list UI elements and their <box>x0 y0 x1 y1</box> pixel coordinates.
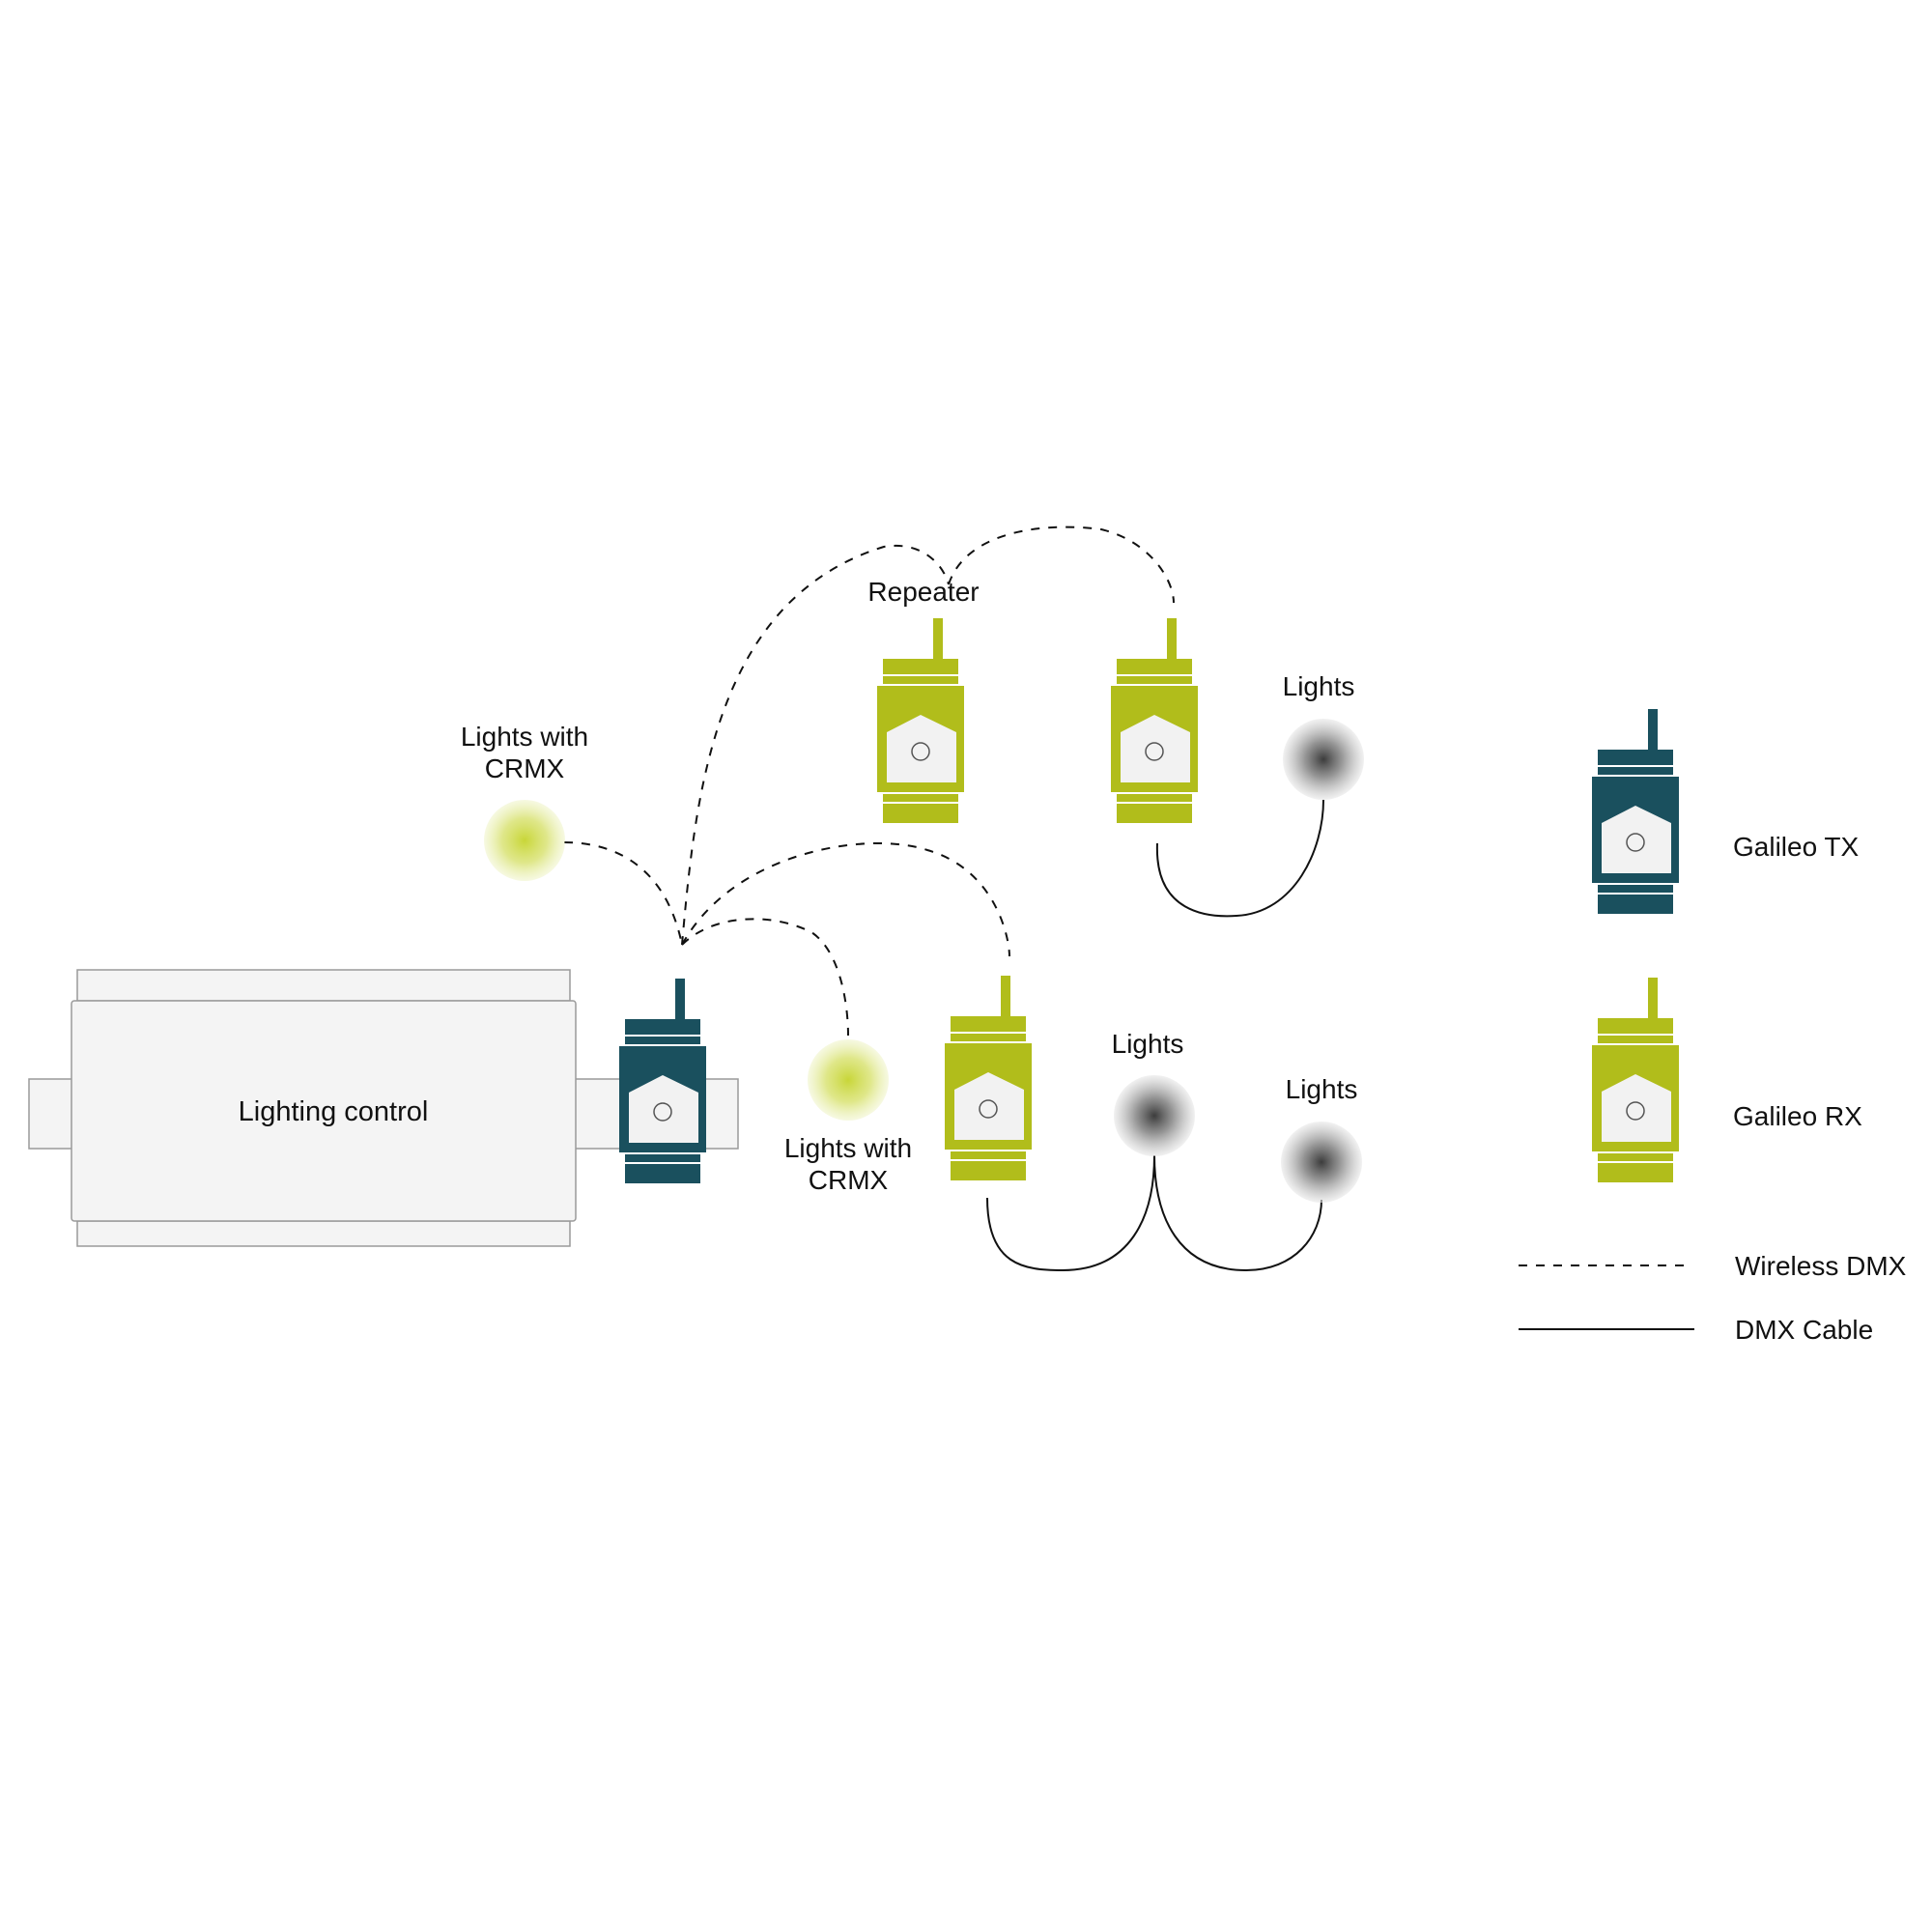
galileo-rx-icon <box>944 975 1033 1181</box>
lights-label-mid: Lights <box>1112 1029 1184 1059</box>
cable-bottom-2 <box>1153 1154 1322 1272</box>
lighting-control-label: Lighting control <box>239 1096 429 1127</box>
wireless-link-repeater-to-rx <box>948 526 1175 604</box>
legend-rx-icon <box>1591 977 1680 1183</box>
crmx-light-icon <box>484 800 565 881</box>
cable-top <box>1155 799 1324 918</box>
light-fixture-icon <box>1114 1075 1195 1156</box>
cable-links <box>986 799 1324 1272</box>
legend-rx-label: Galileo RX <box>1733 1101 1862 1131</box>
galileo-tx-icon <box>618 978 707 1184</box>
legend-cable-label: DMX Cable <box>1735 1315 1873 1345</box>
wireless-links <box>563 526 1175 1037</box>
wireless-link-crmx-left <box>563 841 683 946</box>
legend-tx-label: Galileo TX <box>1733 832 1860 862</box>
crmx-mid-label-line2: CRMX <box>809 1165 889 1195</box>
crmx-mid-label-line1: Lights with <box>784 1133 912 1163</box>
wireless-link-rx-bottom <box>681 842 1010 957</box>
wireless-link-crmx-mid <box>681 918 849 1037</box>
legend: Galileo TX Galileo RX Wireless DMX DMX C… <box>1519 708 1907 1345</box>
galileo-rx-icon <box>1110 617 1199 824</box>
wireless-link-repeater <box>681 544 950 946</box>
lights-label-top: Lights <box>1283 671 1355 701</box>
crmx-light-icon <box>808 1039 889 1121</box>
legend-tx-icon <box>1591 708 1680 915</box>
lights-label-right: Lights <box>1286 1074 1358 1104</box>
galileo-rx-icon <box>876 617 965 824</box>
light-fixture-icon <box>1283 719 1364 800</box>
crmx-left-label-line2: CRMX <box>485 753 565 783</box>
cable-bottom-1 <box>986 1154 1155 1272</box>
crmx-left-label-line1: Lights with <box>461 722 588 752</box>
legend-wireless-label: Wireless DMX <box>1735 1251 1907 1281</box>
repeater-label: Repeater <box>867 577 979 607</box>
light-fixture-icon <box>1281 1122 1362 1203</box>
